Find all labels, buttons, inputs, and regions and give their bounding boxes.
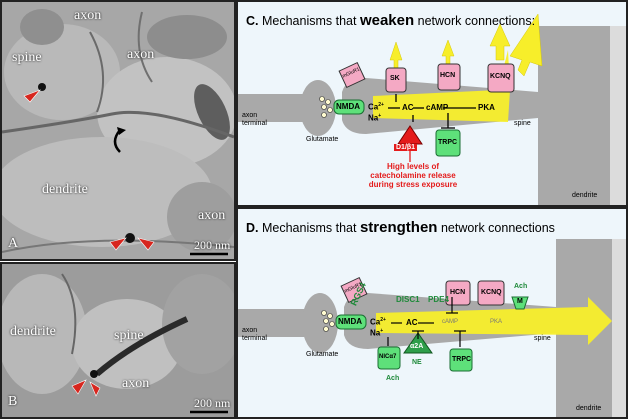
stress-text-c: High levels of catecholamine release dur…: [368, 162, 458, 189]
nica7-label-d: NICα7: [379, 354, 397, 360]
panel-d-title: D. Mechanisms that strengthen network co…: [246, 219, 555, 236]
axon-terminal-label-c: axon terminal: [242, 112, 267, 127]
panel-c-graphic: [238, 13, 626, 205]
label-axon-b: axon: [122, 376, 150, 391]
label-spine: spine: [12, 50, 42, 65]
kcnq-channel-d: [477, 280, 505, 306]
dendrite-block-c: [538, 26, 610, 205]
pka-label-c: PKA: [478, 103, 495, 112]
pathway-arrows-d: [387, 297, 466, 347]
nmda-label-c: NMDA: [336, 102, 360, 111]
a2a-receptor-d: [403, 332, 433, 354]
panel-a-micrograph: spine axon axon dendrite axon A 200 nm: [0, 0, 236, 261]
efflux-arrows-c: [389, 13, 543, 77]
dendrite-label-d: dendrite: [576, 405, 602, 412]
sk-label-c: SK: [390, 75, 400, 82]
sk-channel-c: [385, 67, 407, 93]
label-axon-right: axon: [127, 47, 155, 62]
nmda-receptor-c: [333, 99, 365, 115]
spine-label-c: spine: [514, 120, 531, 127]
pka-label-d: PKA: [490, 319, 503, 325]
panel-b-texture: [2, 264, 234, 417]
label-axon-bottom: axon: [198, 208, 226, 223]
axon-terminal-label-d: axon terminal: [242, 327, 267, 342]
label-axon-top: axon: [74, 8, 102, 23]
camp-label-c: cAMP: [426, 103, 449, 112]
ac-label-c: AC: [402, 103, 414, 112]
kcnq-channel-c: [487, 63, 515, 93]
hcn-label-c: HCN: [440, 72, 456, 79]
trpc-label-c: TRPC: [438, 139, 458, 146]
camp-label-d: cAMP: [442, 319, 459, 325]
panel-d-diagram: D. Mechanisms that strengthen network co…: [236, 207, 628, 419]
m-receptor-d: [511, 296, 529, 310]
mglur1-receptor-c: [338, 61, 366, 89]
ne-label-d: NE: [412, 359, 422, 366]
pde4-label-d: PDE4: [428, 295, 449, 304]
spine-label-d: spine: [534, 335, 551, 342]
label-spine-b: spine: [114, 328, 144, 343]
hcn-channel-c: [437, 63, 461, 91]
m-label-d: M: [517, 298, 523, 305]
vesicles-c: [319, 96, 333, 118]
kcnq-label-c: KCNQ: [490, 73, 511, 80]
ach-label-2-d: Ach: [514, 283, 528, 290]
panel-a-scale-label: 200 nm: [194, 238, 231, 252]
vesicles-d: [321, 310, 335, 332]
ion-label-c: Ca2+Na+: [368, 102, 384, 123]
label-dendrite-b: dendrite: [10, 324, 56, 339]
panel-c-diagram: C. Mechanisms that weaken network connec…: [236, 0, 628, 207]
hcn-label-d: HCN: [450, 289, 466, 296]
panel-c-title: C. Mechanisms that weaken network connec…: [246, 12, 536, 29]
ion-label-d: Ca2+Na+: [370, 317, 386, 338]
panel-b-letter: B: [8, 394, 18, 409]
disc1-label-d: DISC1: [396, 295, 420, 304]
ach-label-1-d: Ach: [386, 375, 400, 382]
trpc-channel-d: [449, 348, 473, 372]
panel-a-letter: A: [8, 236, 19, 251]
trpc-channel-c: [435, 129, 461, 157]
nica7-receptor-d: [377, 346, 401, 370]
panel-d-graphic: [238, 239, 626, 417]
kcnq-label-d: KCNQ: [481, 289, 502, 296]
glutamate-label-d: Glutamate: [306, 351, 339, 358]
panel-a-texture: [2, 2, 234, 259]
trpc-label-d: TRPC: [452, 356, 472, 363]
mglur1-receptor-d: [340, 276, 368, 304]
receptor-label-c: D1/β1: [394, 144, 418, 151]
panel-b-micrograph: dendrite spine axon B 200 nm: [0, 262, 236, 419]
glutamate-label-c: Glutamate: [306, 136, 339, 143]
a2a-label-d: α2A: [410, 343, 424, 350]
dendrite-label-c: dendrite: [572, 192, 598, 199]
pathway-arrows-c: [388, 94, 476, 129]
label-dendrite: dendrite: [42, 182, 88, 197]
nmda-label-d: NMDA: [338, 317, 362, 326]
nmda-receptor-d: [335, 314, 367, 330]
ac-label-d: AC: [406, 318, 418, 327]
panel-b-scale-label: 200 nm: [194, 396, 231, 410]
